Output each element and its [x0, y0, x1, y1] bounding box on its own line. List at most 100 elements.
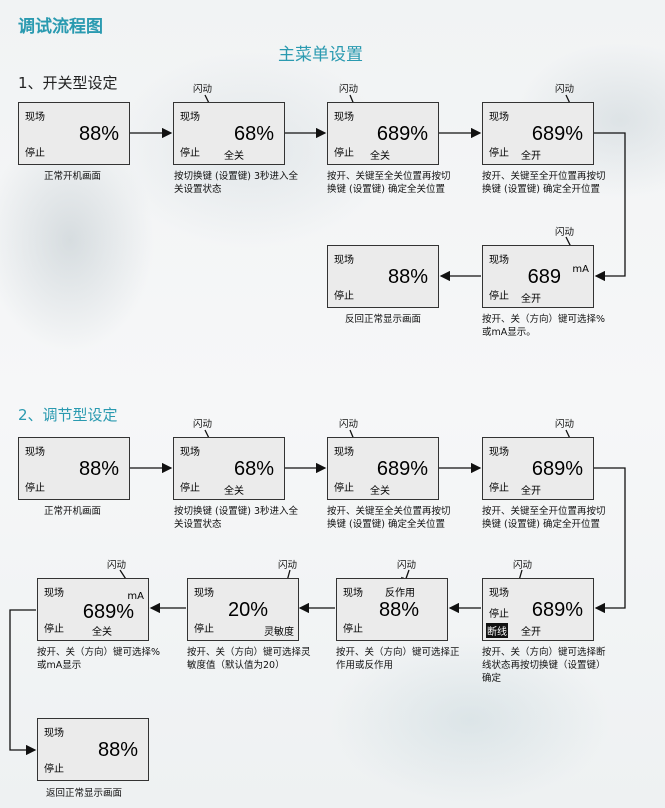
disconnect-badge: 断线 [486, 623, 508, 638]
display-value: 88% [78, 123, 119, 145]
position-label: 全开 [521, 627, 541, 638]
display-screen: 现场 689% 停止 全关 [327, 102, 439, 165]
page-title: 调试流程图 [18, 17, 103, 37]
flash-label: 闪动 [555, 84, 575, 95]
position-label: 全关 [370, 151, 390, 162]
stop-label: 停止 [180, 148, 200, 159]
step-caption: 按开、关键至全关位置再按切换键 (设置键) 确定全关位置 [327, 506, 451, 530]
step-caption: 正常开机画面 [44, 171, 102, 182]
site-label: 现场 [343, 588, 363, 599]
stop-label: 停止 [489, 148, 509, 159]
display-screen: 现场 反作用 88% 停止 [336, 578, 448, 641]
action-label: 反作用 [385, 588, 415, 599]
display-screen: 现场 68% 停止 全关 [173, 437, 285, 500]
display-value: 689% [531, 123, 583, 145]
step-caption: 按开、关（方向）键可选择灵敏度值（默认值为20） [187, 647, 311, 671]
display-value: 20% [227, 599, 268, 621]
display-value: 689% [531, 599, 583, 621]
site-label: 现场 [180, 112, 200, 123]
display-value: 88% [78, 458, 119, 480]
site-label: 现场 [44, 588, 64, 599]
site-label: 现场 [25, 447, 45, 458]
step-caption: 返回正常显示画面 [46, 788, 123, 799]
position-label: 全关 [224, 151, 244, 162]
section1-heading: 1、开关型设定 [18, 74, 118, 92]
display-screen: 现场 689% 停止 全关 [327, 437, 439, 500]
step-caption: 按开、关（方向）键可选择%或mA显示 [37, 647, 161, 671]
display-screen: 现场 88% 停止 [327, 245, 439, 308]
display-screen: 现场 689% 停止 全开 [482, 437, 594, 500]
stop-label: 停止 [44, 764, 64, 775]
display-screen: 现场 689 mA 停止 全开 [482, 245, 594, 308]
display-screen: 现场 mA 689% 停止 全关 [37, 578, 149, 641]
site-label: 现场 [489, 588, 509, 599]
stop-label: 停止 [334, 483, 354, 494]
step-caption: 按开、关键至全开位置再按切换键 (设置键) 确定全开位置 [482, 506, 606, 530]
step-caption: 按开、关（方向）键可选择正作用或反作用 [336, 647, 460, 671]
site-label: 现场 [44, 728, 64, 739]
display-value: 88% [378, 599, 419, 621]
step-caption: 按切换键 (设置键) 3秒进入全关设置状态 [174, 506, 298, 530]
section2-heading: 2、调节型设定 [18, 406, 118, 424]
flash-label: 闪动 [193, 84, 213, 95]
stop-label: 停止 [194, 624, 214, 635]
display-value: 689% [376, 458, 428, 480]
position-label: 全开 [521, 486, 541, 497]
site-label: 现场 [489, 447, 509, 458]
unit-label: mA [127, 591, 144, 602]
site-label: 现场 [334, 112, 354, 123]
flash-label: 闪动 [278, 560, 298, 571]
site-label: 现场 [489, 255, 509, 266]
site-label: 现场 [489, 112, 509, 123]
display-screen: 现场 689% 停止 断线 全开 [482, 578, 594, 641]
step-caption: 反回正常显示画面 [345, 314, 422, 325]
display-value: 689 [527, 266, 561, 288]
stop-label: 停止 [180, 483, 200, 494]
display-screen: 现场 689% 停止 全开 [482, 102, 594, 165]
stop-label: 停止 [25, 483, 45, 494]
step-caption: 按开、关键至全开位置再按切换键 (设置键) 确定全开位置 [482, 171, 606, 195]
site-label: 现场 [194, 588, 214, 599]
flash-label: 闪动 [555, 227, 575, 238]
stop-label: 停止 [334, 148, 354, 159]
display-screen: 现场 68% 停止 全关 [173, 102, 285, 165]
site-label: 现场 [25, 112, 45, 123]
unit-label: mA [572, 264, 589, 275]
stop-label: 停止 [489, 609, 509, 620]
stop-label: 停止 [489, 291, 509, 302]
display-value: 689% [376, 123, 428, 145]
flash-label: 闪动 [397, 560, 417, 571]
step-caption: 按开、关（方向）键可选择断线状态再按切换键（设置键）确定 [482, 647, 606, 684]
position-label: 全关 [370, 486, 390, 497]
flash-label: 闪动 [555, 419, 575, 430]
stop-label: 停止 [489, 483, 509, 494]
position-label: 全关 [92, 627, 112, 638]
display-value: 68% [233, 123, 274, 145]
step-caption: 按切换键 (设置键) 3秒进入全关设置状态 [174, 171, 298, 195]
menu-title: 主菜单设置 [278, 45, 363, 65]
stop-label: 停止 [343, 624, 363, 635]
flash-label: 闪动 [339, 419, 359, 430]
display-screen: 现场 88% 停止 [37, 718, 149, 781]
display-screen: 现场 88% 停止 [18, 102, 130, 165]
site-label: 现场 [334, 447, 354, 458]
display-value: 68% [233, 458, 274, 480]
position-label: 全开 [521, 294, 541, 305]
step-caption: 正常开机画面 [44, 506, 102, 517]
site-label: 现场 [334, 255, 354, 266]
position-label: 全关 [224, 486, 244, 497]
step-caption: 按开、关键至全关位置再按切换键 (设置键) 确定全关位置 [327, 171, 451, 195]
display-screen: 现场 88% 停止 [18, 437, 130, 500]
stop-label: 停止 [25, 148, 45, 159]
step-caption: 按开、关（方向）键可选择%或mA显示。 [482, 314, 606, 338]
position-label: 全开 [521, 151, 541, 162]
display-value: 689% [82, 601, 134, 623]
sensitivity-label: 灵敏度 [264, 627, 294, 638]
display-value: 88% [97, 739, 138, 761]
flash-label: 闪动 [193, 419, 213, 430]
display-screen: 现场 20% 停止 灵敏度 [187, 578, 299, 641]
flash-label: 闪动 [513, 560, 533, 571]
flash-label: 闪动 [339, 84, 359, 95]
stop-label: 停止 [44, 624, 64, 635]
stop-label: 停止 [334, 291, 354, 302]
